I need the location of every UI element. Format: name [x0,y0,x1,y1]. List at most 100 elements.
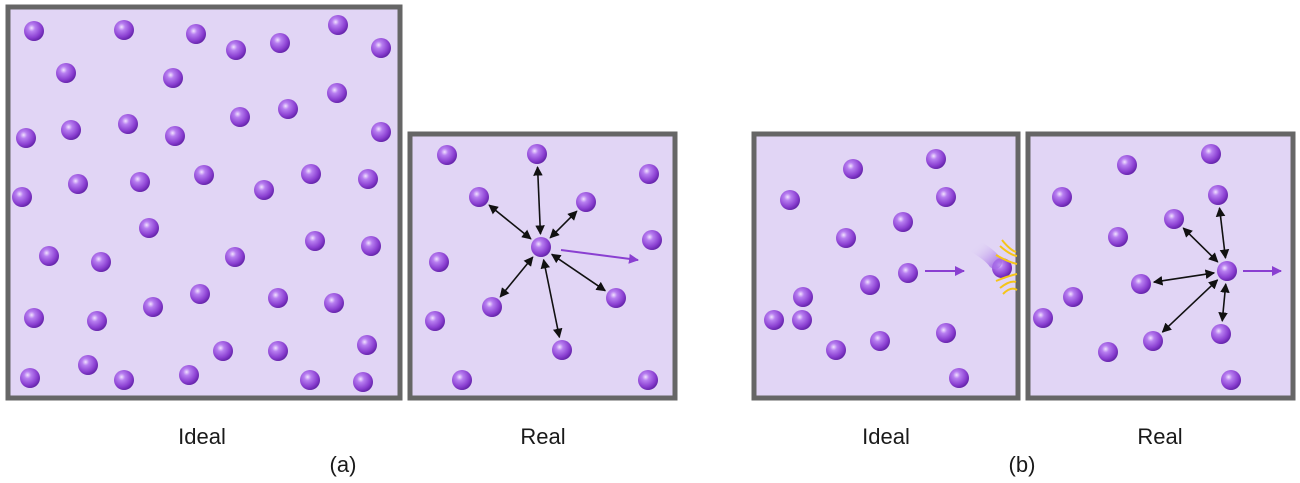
gas-particle-icon [61,120,81,140]
gas-particle-icon [270,33,290,53]
caption-a: (a) [330,452,357,477]
gas-particle-icon [1052,187,1072,207]
attraction-arrow [540,258,563,339]
gas-particle-icon [24,308,44,328]
gas-particle-icon [225,247,245,267]
gas-particle-icon [190,284,210,304]
gas-particle-icon [186,24,206,44]
gas-particle-icon [482,297,502,317]
attraction-arrow [533,166,545,235]
attraction-arrow [1182,227,1219,263]
gas-particle-icon [12,187,32,207]
gas-particle-icon [268,288,288,308]
gas-particle-icon [371,38,391,58]
box-a-real [407,131,678,401]
attraction-arrow [1218,282,1230,323]
caption-b: (b) [1009,452,1036,477]
gas-particle-icon [898,263,918,283]
gas-particle-icon [1164,209,1184,229]
gas-particle-icon [357,335,377,355]
gas-particle-icon [165,126,185,146]
gas-particle-icon [163,68,183,88]
gas-particle-icon [764,310,784,330]
gas-particle-icon [826,340,846,360]
label-a-real: Real [520,424,565,449]
gas-particle-icon [793,287,813,307]
label-a-ideal: Ideal [178,424,226,449]
gas-particle-icon [324,293,344,313]
gas-particle-icon [531,237,551,257]
particles-a-ideal [12,15,391,392]
gas-particle-icon [327,83,347,103]
gas-particle-icon [87,311,107,331]
gas-particle-icon [114,20,134,40]
gas-particle-icon [469,187,489,207]
gas-particle-icon [1221,370,1241,390]
gas-particle-icon [361,236,381,256]
gas-particle-icon [114,370,134,390]
gas-particle-icon [1063,287,1083,307]
gas-particle-icon [226,40,246,60]
attraction-arrow [1215,206,1230,260]
gas-particle-icon [358,169,378,189]
attraction-arrow [499,256,534,298]
gas-particle-icon [16,128,36,148]
gas-particle-icon [870,331,890,351]
gas-particle-icon [1217,261,1237,281]
gas-particle-icon [639,164,659,184]
gas-particle-icon [301,164,321,184]
gas-particle-icon [425,311,445,331]
gas-particle-icon [552,340,572,360]
gas-particle-icon [926,149,946,169]
gas-particle-icon [1117,155,1137,175]
wall-impact-burst-icon [968,239,1018,295]
gas-particle-icon [836,228,856,248]
gas-particle-icon [452,370,472,390]
gas-particle-icon [353,372,373,392]
gas-particle-icon [843,159,863,179]
gas-particle-icon [91,252,111,272]
gas-particle-icon [24,21,44,41]
gas-particle-icon [638,370,658,390]
box-b-ideal [751,131,1021,401]
attraction-arrow [488,204,532,240]
gas-particle-icon [949,368,969,388]
gas-particle-icon [936,323,956,343]
gas-particle-icon [20,368,40,388]
gas-particle-icon [1098,342,1118,362]
gas-particle-icon [56,63,76,83]
attraction-arrow [549,210,578,239]
gas-particle-icon [780,190,800,210]
gas-particle-icon [1143,331,1163,351]
particles-a-real [425,144,662,390]
gas-particle-icon [139,218,159,238]
label-b-real: Real [1137,424,1182,449]
gas-particle-icon [606,288,626,308]
gas-particle-icon [860,275,880,295]
gas-particle-icon [68,174,88,194]
gas-particle-icon [300,370,320,390]
gas-particle-icon [118,114,138,134]
gas-particle-icon [1131,274,1151,294]
gas-particle-icon [213,341,233,361]
gas-particle-icon [437,145,457,165]
particles-b-ideal [764,149,1012,388]
gas-particle-icon [429,252,449,272]
gas-particle-icon [642,230,662,250]
gas-particle-icon [143,297,163,317]
gas-particle-icon [230,107,250,127]
gas-particle-icon [254,180,274,200]
gas-particle-icon [1201,144,1221,164]
gas-particle-icon [305,231,325,251]
gas-particle-icon [130,172,150,192]
attraction-arrows-a [488,166,965,339]
label-b-ideal: Ideal [862,424,910,449]
gas-particle-icon [179,365,199,385]
attraction-arrow [1161,279,1219,333]
particles-b-real [1033,144,1241,390]
motion-arrow [560,249,639,264]
box-b-real [1025,131,1296,401]
gas-particle-icon [268,341,288,361]
gas-particle-icon [328,15,348,35]
